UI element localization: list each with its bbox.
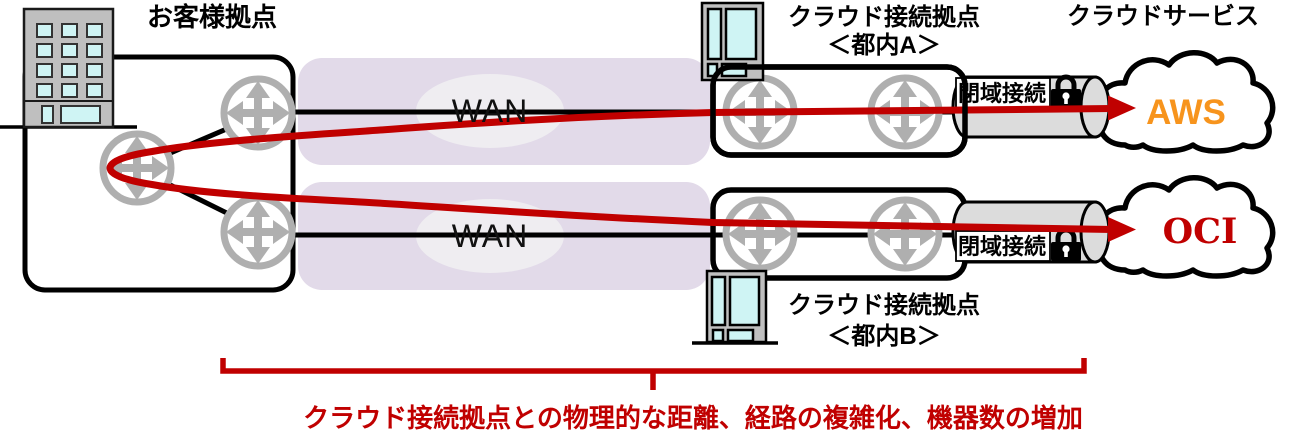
router-icon: [726, 200, 794, 268]
building-windows: [710, 275, 761, 343]
building-icon: [0, 7, 137, 129]
wan-bottom-label: WAN: [452, 218, 528, 254]
tunnel-bottom-label: 閉域接続: [958, 234, 1046, 259]
building-icon: [692, 269, 778, 345]
route-arrowhead-oci: [1108, 217, 1136, 242]
route-line: [106, 105, 1113, 233]
oci-label: OCI: [1163, 211, 1238, 252]
cloud-site-a-box-border: [710, 64, 968, 158]
customer-site-label: お客様拠点: [147, 2, 277, 32]
tunnel-bottom-cylinder: 閉域接続: [951, 200, 1111, 264]
route-arrowhead-aws: [1108, 95, 1136, 121]
building-windows: [36, 23, 103, 124]
tunnel-bottom-label-box: [955, 230, 1051, 262]
caption-text: クラウド接続拠点との物理的な距離、経路の複雑化、機器数の増加: [303, 403, 1083, 433]
cloud-services-label: クラウドサービス: [1067, 3, 1259, 30]
cloud-site-b-label-line2: ＜都内B＞: [827, 323, 940, 350]
router-icon: [224, 198, 292, 266]
emphasis-bracket: [220, 358, 1087, 390]
cloud-site-b-label-line1: クラウド接続拠点: [788, 291, 980, 319]
cloud-site-a-label-line1: クラウド接続拠点: [788, 3, 980, 31]
wan-top-label: WAN: [452, 93, 528, 129]
router-icon: [871, 200, 939, 268]
aws-label: AWS: [1146, 93, 1226, 132]
tunnel-top-label: 閉域接続: [958, 81, 1046, 106]
cloud-site-a-label-line2: ＜都内A＞: [827, 32, 940, 59]
